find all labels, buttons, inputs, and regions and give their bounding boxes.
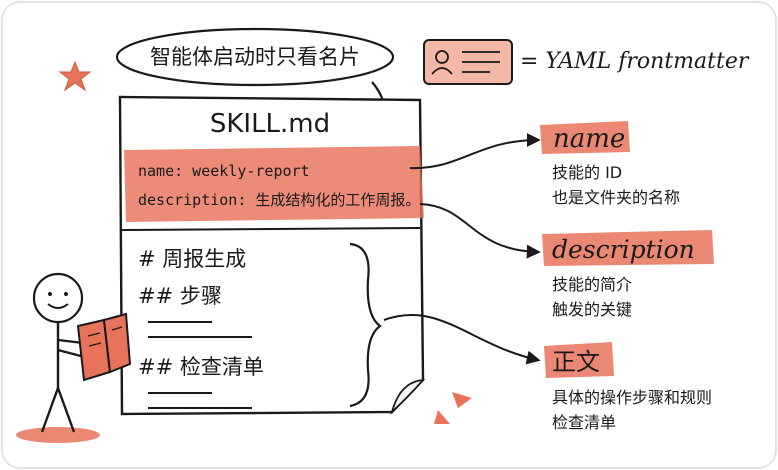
callout-description-label: description	[552, 235, 695, 264]
stick-figure	[16, 272, 132, 443]
callout-body-line1: 具体的操作步骤和规则	[552, 388, 712, 407]
callout-description-line2: 触发的关键	[552, 300, 632, 319]
figure-shadow	[16, 427, 100, 443]
speech-bubble: 智能体启动时只看名片	[115, 27, 395, 87]
frontmatter-highlight	[124, 146, 424, 222]
skill-document: SKILL.md name: weekly-report description…	[118, 95, 426, 416]
arrow-to-description	[419, 203, 541, 259]
body-heading-2: ## 步骤	[138, 284, 222, 308]
callout-body-label: 正文	[552, 348, 600, 376]
callout-body-line2: 检查清单	[552, 413, 616, 432]
callout-description: description 技能的简介 触发的关键	[542, 230, 714, 319]
star-icon	[58, 60, 92, 92]
frontmatter-divider	[121, 227, 421, 231]
confetti-icon	[452, 392, 472, 408]
arrow-to-body	[383, 314, 541, 365]
callout-description-line1: 技能的简介	[552, 275, 632, 294]
callout-name-label: name	[553, 124, 625, 154]
body-curly-brace	[349, 242, 382, 408]
body-heading-1: # 周报生成	[138, 247, 246, 271]
legend-text: = YAML frontmatter	[520, 49, 750, 74]
callout-body: 正文 具体的操作步骤和规则 检查清单	[544, 342, 712, 432]
arrow-to-name	[409, 133, 541, 170]
callout-name-line2: 也是文件夹的名称	[552, 188, 680, 207]
frontmatter-description-line: description: 生成结构化的工作周报。	[138, 191, 420, 209]
frontmatter-name-line: name: weekly-report	[138, 162, 310, 180]
confetti-icon	[434, 410, 450, 424]
document-title: SKILL.md	[210, 109, 330, 139]
body-heading-3: ## 检查清单	[138, 355, 264, 379]
speech-bubble-text: 智能体启动时只看名片	[150, 45, 360, 69]
callout-name-line1: 技能的 ID	[552, 163, 622, 182]
figure-head	[32, 272, 84, 324]
id-card-icon	[423, 39, 513, 85]
callout-name: name 技能的 ID 也是文件夹的名称	[540, 121, 680, 207]
